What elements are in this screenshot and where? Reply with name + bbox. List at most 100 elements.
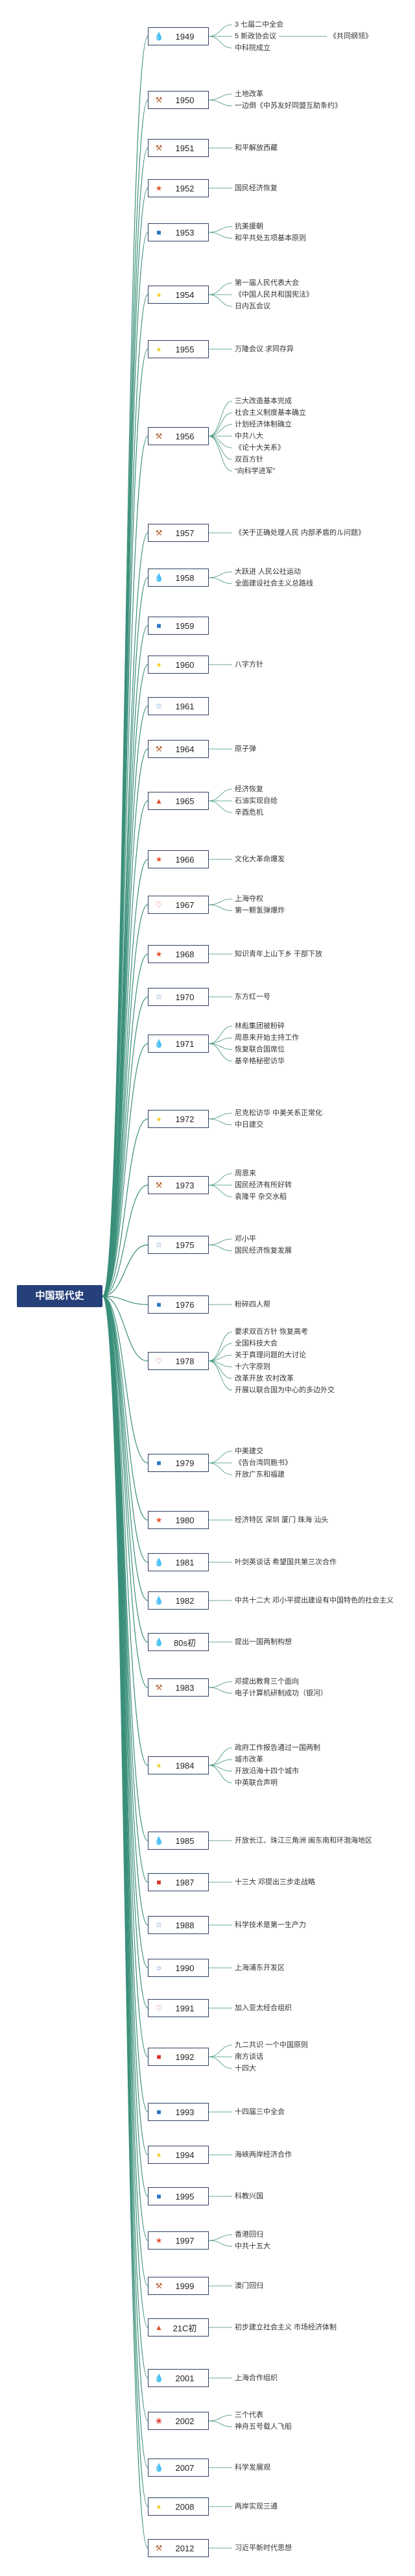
year-node-1959[interactable]: ■1959 — [148, 617, 209, 635]
year-node-1976[interactable]: ■1976 — [148, 1295, 209, 1314]
event-item[interactable]: 开展以联合国为中心的多边外交 — [235, 1386, 335, 1394]
event-item[interactable]: 中英联合声明 — [235, 1779, 278, 1787]
event-item[interactable]: 经济特区 深圳 厦门 珠海 汕头 — [235, 1516, 329, 1524]
event-item[interactable]: 全国科技大会 — [235, 1340, 278, 1347]
event-item[interactable]: 邓小平 — [235, 1235, 256, 1243]
event-item[interactable]: 一边倒《中苏友好同盟互助条约》 — [235, 102, 342, 110]
event-item[interactable]: 政府工作报告通过一国两制 — [235, 1744, 320, 1752]
event-item[interactable]: 周恩来开始主持工作 — [235, 1034, 299, 1042]
year-node-1990[interactable]: ○1990 — [148, 1959, 209, 1977]
year-node-1979[interactable]: ■1979 — [148, 1454, 209, 1472]
event-item[interactable]: 知识青年上山下乡 干部下放 — [235, 950, 323, 958]
year-node-1972[interactable]: ●1972 — [148, 1110, 209, 1128]
event-item[interactable]: 上海夺权 — [235, 895, 263, 903]
year-node-1994[interactable]: ●1994 — [148, 2146, 209, 2164]
event-item[interactable]: 十六字原则 — [235, 1363, 270, 1371]
year-node-2008[interactable]: ●2008 — [148, 2497, 209, 2516]
year-node-2007[interactable]: 💧2007 — [148, 2459, 209, 2477]
event-item[interactable]: 科学发展观 — [235, 2464, 270, 2472]
year-node-1997[interactable]: ★1997 — [148, 2231, 209, 2250]
event-item[interactable]: 十四届三中全会 — [235, 2108, 285, 2116]
event-item[interactable]: 尼克松访华 中美关系正常化 — [235, 1109, 323, 1117]
event-item[interactable]: 初步建立社会主义 市场经济体制 — [235, 2324, 337, 2331]
event-item[interactable]: 关于真理问题的大讨论 — [235, 1351, 306, 1359]
event-item[interactable]: 要求双百方针 恢复高考 — [235, 1328, 309, 1336]
event-item[interactable]: 和平共处五项基本原则 — [235, 234, 306, 242]
event-item[interactable]: 八字方针 — [235, 661, 263, 669]
year-node-1983[interactable]: ⚒1983 — [148, 1678, 209, 1697]
event-item[interactable]: 科教兴国 — [235, 2192, 263, 2200]
event-item[interactable]: 辛酉危机 — [235, 809, 263, 816]
event-item[interactable]: 两岸实现三通 — [235, 2503, 278, 2510]
event-item[interactable]: 电子计算机研制成功（银河） — [235, 1689, 327, 1697]
event-item[interactable]: 澳门回归 — [235, 2282, 263, 2290]
year-node-1981[interactable]: 💧1981 — [148, 1553, 209, 1571]
year-node-1991[interactable]: ♡1991 — [148, 1999, 209, 2017]
event-item[interactable]: 改革开放 农村改革 — [235, 1375, 294, 1382]
event-item[interactable]: 3 七届二中全会 — [235, 21, 284, 29]
year-node-1971[interactable]: 💧1971 — [148, 1035, 209, 1053]
year-node-2002[interactable]: ❀2002 — [148, 2412, 209, 2430]
event-item[interactable]: 三大改造基本完成 — [235, 397, 292, 405]
year-node-1982[interactable]: 💧1982 — [148, 1591, 209, 1610]
year-node-1955[interactable]: ●1955 — [148, 340, 209, 358]
year-node-1953[interactable]: ■1953 — [148, 223, 209, 241]
year-node-1964[interactable]: ⚒1964 — [148, 740, 209, 758]
event-item[interactable]: 国民经济有所好转 — [235, 1181, 292, 1189]
root-topic[interactable]: 中国现代史 — [17, 1285, 102, 1307]
year-node-1984[interactable]: ●1984 — [148, 1756, 209, 1774]
event-item[interactable]: 《论十大关系》 — [235, 444, 285, 452]
event-item[interactable]: 双百方针 — [235, 456, 263, 463]
event-item[interactable]: 和平解放西藏 — [235, 144, 278, 152]
event-item[interactable]: 计划经济体制确立 — [235, 421, 292, 428]
year-node-2012[interactable]: ⚒2012 — [148, 2539, 209, 2557]
event-item[interactable]: 开放长江、珠江三角洲 闽东南和环渤海地区 — [235, 1837, 373, 1845]
event-item[interactable]: 开放广东和福建 — [235, 1471, 285, 1478]
event-item[interactable]: 中共十二大 邓小平提出建设有中国特色的社会主义 — [235, 1597, 394, 1604]
year-node-1958[interactable]: 💧1958 — [148, 569, 209, 587]
event-item[interactable]: 《中国人民共和国宪法》 — [235, 291, 313, 299]
year-node-1965[interactable]: ▲1965 — [148, 792, 209, 810]
year-node-1992[interactable]: ■1992 — [148, 2048, 209, 2066]
event-item[interactable]: 大跃进 人民公社运动 — [235, 568, 302, 576]
year-node-1961[interactable]: ☆1961 — [148, 697, 209, 715]
event-item[interactable]: 《关于正确处理人民 内部矛盾的ル问题》 — [235, 529, 366, 537]
event-item[interactable]: 东方红一号 — [235, 993, 270, 1001]
year-node-1980[interactable]: ★1980 — [148, 1511, 209, 1529]
event-item[interactable]: 社会主义制度基本确立 — [235, 409, 306, 417]
event-item[interactable]: 习近平新时代思想 — [235, 2544, 292, 2552]
event-item[interactable]: 邓提出教育三个面向 — [235, 1678, 299, 1686]
year-node-1993[interactable]: ■1993 — [148, 2103, 209, 2121]
year-node-1957[interactable]: ⚒1957 — [148, 524, 209, 542]
event-item[interactable]: 加入亚太经合组织 — [235, 2004, 292, 2012]
event-item[interactable]: 国民经济恢复发展 — [235, 1247, 292, 1255]
event-item[interactable]: 开放沿海十四个城市 — [235, 1767, 299, 1775]
event-item[interactable]: “向科学进军” — [235, 467, 276, 475]
year-node-2001[interactable]: 💧2001 — [148, 2369, 209, 2387]
event-item[interactable]: 经济恢复 — [235, 785, 263, 793]
event-item[interactable]: 第一颗氢弹爆炸 — [235, 907, 285, 914]
event-item[interactable]: 基辛格秘密访华 — [235, 1057, 285, 1065]
year-node-1975[interactable]: ☆1975 — [148, 1236, 209, 1254]
event-item[interactable]: 上海合作组织 — [235, 2374, 278, 2382]
year-node-1973[interactable]: ⚒1973 — [148, 1176, 209, 1194]
year-node-80s初[interactable]: 💧80s初 — [148, 1633, 209, 1651]
year-node-1987[interactable]: ■1987 — [148, 1873, 209, 1891]
event-item[interactable]: 上海浦东开发区 — [235, 1964, 285, 1972]
event-item[interactable]: 提出一国两制构想 — [235, 1638, 292, 1646]
year-node-1949[interactable]: 💧1949 — [148, 27, 209, 45]
event-item[interactable]: 万隆会议 求同存异 — [235, 345, 294, 353]
event-item[interactable]: 科学技术是第一生产力 — [235, 1921, 306, 1929]
event-item[interactable]: 袁隆平 杂交水稻 — [235, 1193, 287, 1201]
event-item[interactable]: 神舟五号载人飞船 — [235, 2423, 292, 2431]
event-item[interactable]: 中共十五大 — [235, 2242, 270, 2250]
year-node-1985[interactable]: 💧1985 — [148, 1832, 209, 1850]
event-item[interactable]: 国民经济恢复 — [235, 184, 278, 192]
event-item[interactable]: 海峡两岸经济合作 — [235, 2151, 292, 2159]
event-item[interactable]: 石油实现自给 — [235, 797, 278, 805]
year-node-21C初[interactable]: ▲21C初 — [148, 2318, 209, 2337]
event-item[interactable]: 土地改革 — [235, 90, 263, 98]
year-node-1995[interactable]: ■1995 — [148, 2187, 209, 2205]
event-item[interactable]: 周恩来 — [235, 1170, 256, 1177]
year-node-1952[interactable]: ★1952 — [148, 179, 209, 197]
